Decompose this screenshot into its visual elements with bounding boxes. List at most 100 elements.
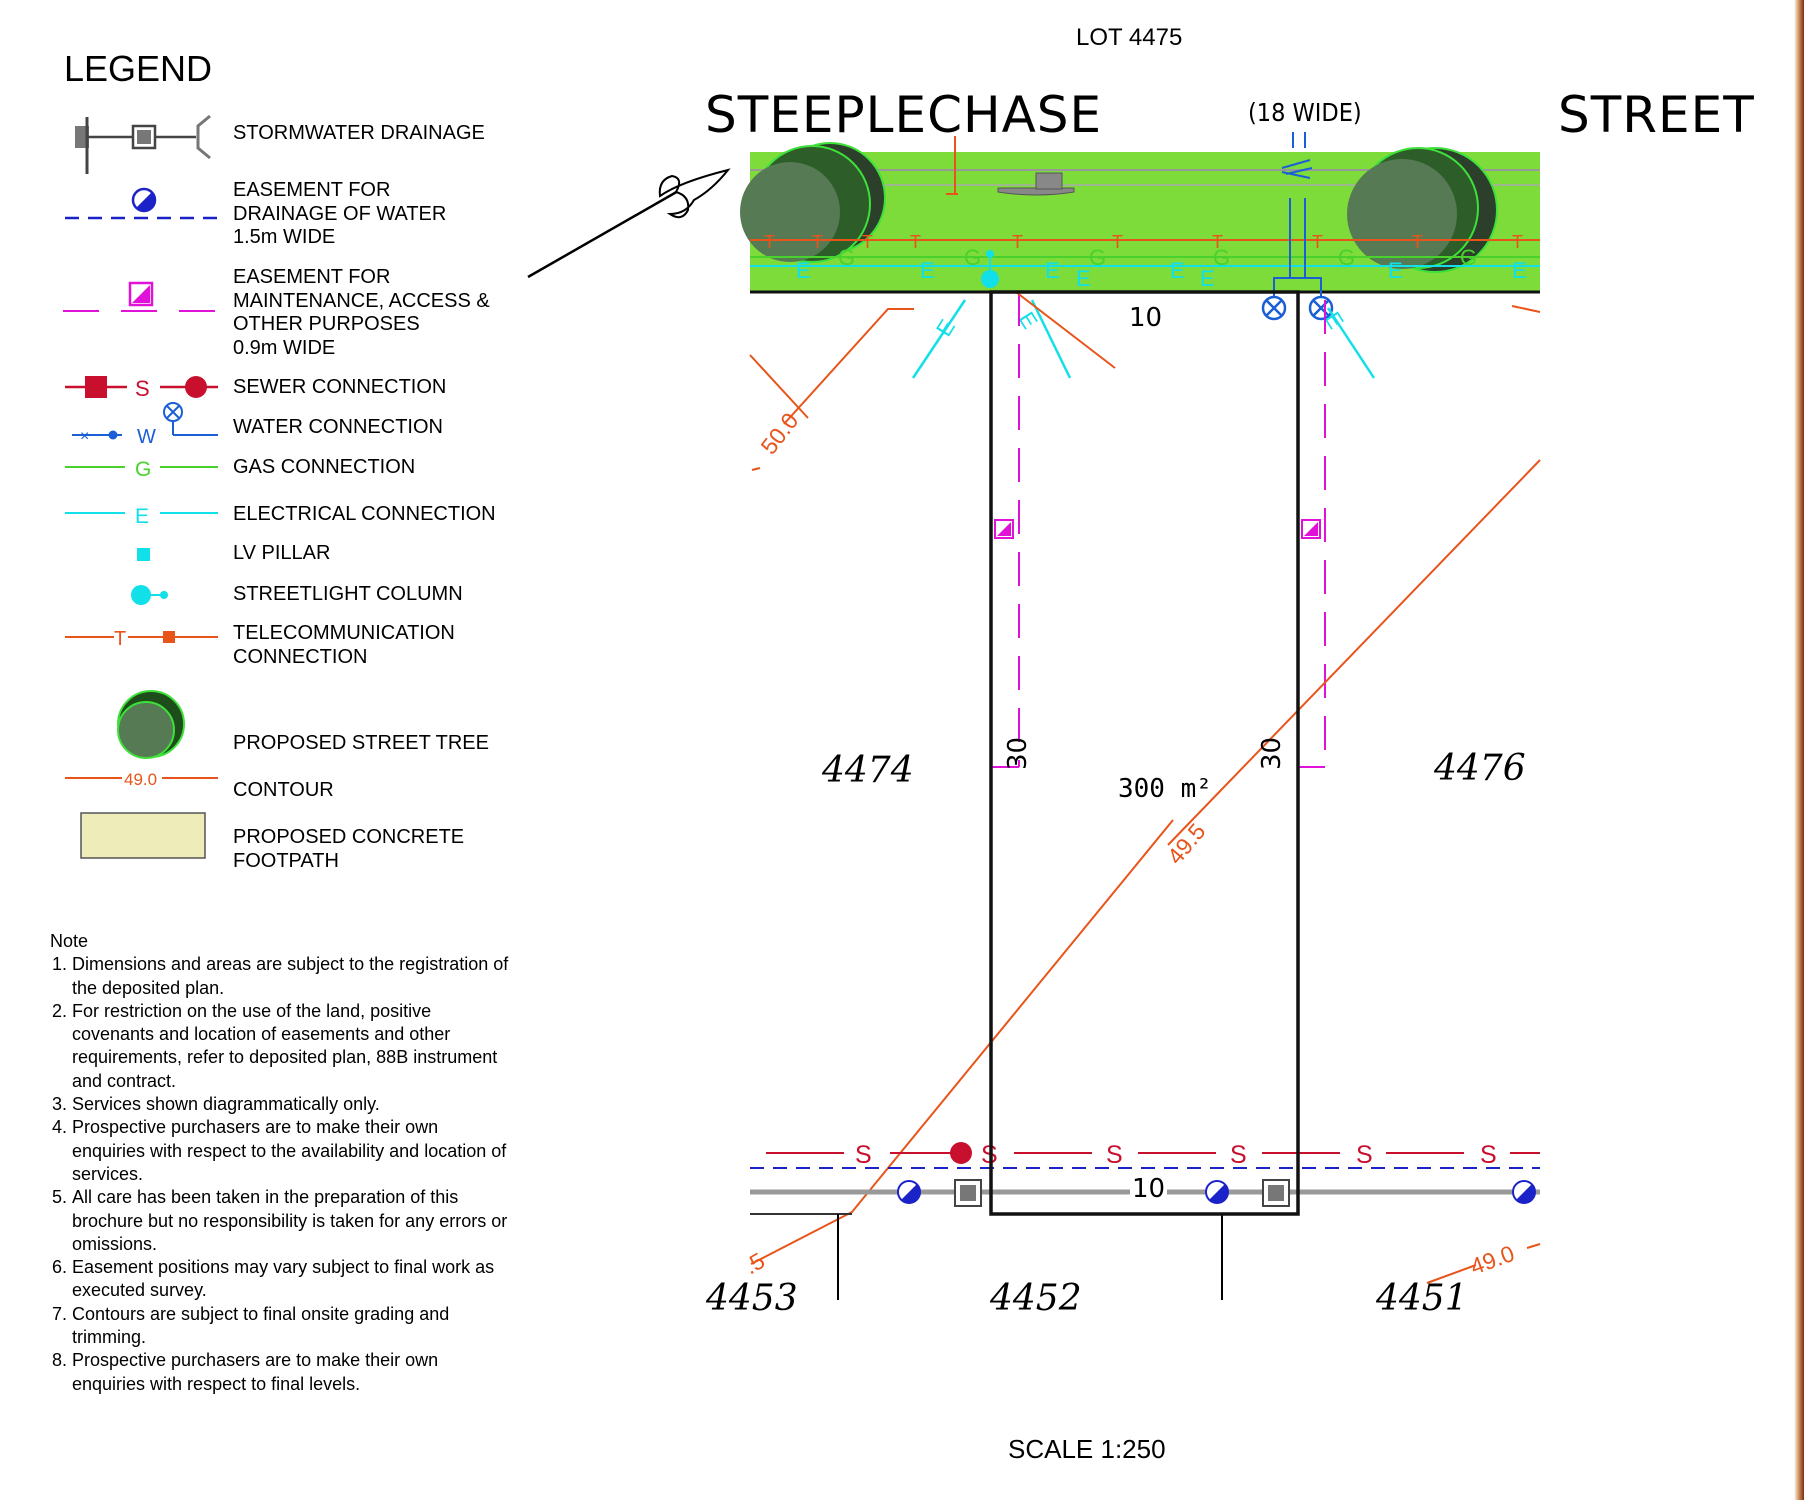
legend-label-streetlight: STREETLIGHT COLUMN (233, 583, 463, 605)
frontage-dimension: 10 (1129, 303, 1163, 333)
legend-label-maintenance-easement: EASEMENT FOR MAINTENANCE, ACCESS & OTHER… (233, 266, 490, 359)
left-depth-dimension: 30 (1003, 736, 1033, 770)
svg-text:E: E (1170, 258, 1185, 283)
svg-text:G: G (964, 245, 981, 270)
notes-heading: Note (50, 931, 89, 951)
svg-text:T: T (1512, 232, 1523, 252)
svg-text:G: G (1213, 245, 1230, 270)
lv-pillar-icon (137, 548, 150, 561)
svg-text:G: G (838, 245, 855, 270)
electrical-service-leads (911, 299, 1376, 379)
legend-label-stormwater: STORMWATER DRAINAGE (233, 122, 485, 144)
note-item: All care has been taken in the preparati… (72, 1186, 510, 1256)
legend-symbols: S × W G E (63, 114, 222, 859)
svg-text:T: T (1312, 232, 1323, 252)
svg-text:T: T (1212, 232, 1223, 252)
water-service (1273, 132, 1322, 296)
legend-label-drainage-easement: EASEMENT FOR DRAINAGE OF WATER 1.5m WIDE (233, 179, 447, 248)
lot-title: LOT 4475 (1076, 24, 1183, 51)
maintenance-easement (991, 292, 1326, 768)
svg-text:G: G (1460, 245, 1477, 270)
legend-label-street-tree: PROPOSED STREET TREE (233, 732, 489, 754)
svg-text:S: S (135, 376, 150, 401)
note-item: Services shown diagrammatically only. (72, 1093, 510, 1116)
svg-text:G: G (1338, 245, 1355, 270)
rear-dimension: 10 (1130, 1174, 1168, 1204)
streetlight-column-icon (131, 585, 168, 605)
stormwater-pit-icon (997, 172, 1075, 196)
sewer-connection-icon: S (65, 376, 218, 401)
svg-text:T: T (812, 232, 823, 252)
water-connection-icon: × W (72, 402, 218, 448)
svg-text:S: S (1356, 1141, 1373, 1169)
svg-text:E: E (1200, 266, 1215, 291)
contour-icon: 49.0 (65, 770, 218, 789)
scale-label: SCALE 1:250 (1008, 1434, 1166, 1464)
note-item: For restriction on the use of the land, … (72, 1000, 510, 1093)
stormwater-drainage-icon (75, 114, 211, 174)
street-name-left: STEEPLECHASE (705, 86, 1103, 144)
road-width-label: (18 WIDE) (1248, 98, 1362, 127)
svg-text:E: E (135, 505, 149, 528)
svg-text:G: G (1089, 245, 1106, 270)
electrical-connection-icon: E (65, 505, 218, 528)
legend-label-gas: GAS CONNECTION (233, 456, 416, 478)
svg-text:T: T (1412, 232, 1423, 252)
adjacent-lot-rear-left: 4453 (706, 1278, 798, 1319)
gas-connection-icon: G (65, 458, 218, 481)
notes-block: Note Dimensions and areas are subject to… (50, 930, 510, 1396)
svg-text:S: S (1480, 1141, 1497, 1169)
contour-label-upper: 50.0 (755, 408, 803, 459)
telecom-connection-icon: T (65, 628, 218, 650)
maintenance-easement-icon (994, 519, 1014, 539)
street-name-right: STREET (1558, 86, 1755, 144)
north-arrow-icon (527, 168, 731, 279)
legend-title: LEGEND (64, 48, 213, 89)
svg-text:G: G (135, 458, 151, 481)
svg-text:×: × (80, 428, 89, 445)
drainage-easement-icon (65, 187, 222, 220)
legend-label-water: WATER CONNECTION (233, 416, 443, 438)
lot-boundary (989, 290, 1300, 1216)
svg-text:W: W (137, 426, 156, 448)
svg-text:S: S (1230, 1141, 1247, 1169)
drainage-pit-icon (1262, 1179, 1290, 1207)
drainage-easement-icon (1205, 1180, 1229, 1204)
svg-text:S: S (855, 1141, 872, 1169)
contour-label-lower-right: 49.0 (1467, 1240, 1518, 1280)
adjacent-lot-right: 4476 (1434, 748, 1526, 789)
svg-text:T: T (1012, 232, 1023, 252)
drainage-easement-icon (1512, 1180, 1536, 1204)
adjacent-lot-left: 4474 (822, 750, 914, 791)
note-item: Contours are subject to final onsite gra… (72, 1303, 510, 1350)
concrete-footpath-icon (80, 812, 206, 859)
svg-text:T: T (114, 628, 126, 650)
page-edge-decoration (1794, 0, 1804, 1500)
svg-text:E: E (1076, 266, 1091, 291)
legend-label-telecom: TELECOMMUNICATION CONNECTION (233, 622, 455, 668)
contour-label-lower-left: .5 (740, 1247, 770, 1279)
legend-label-sewer: SEWER CONNECTION (233, 376, 447, 398)
drainage-pit-icon (954, 1179, 982, 1207)
contour-lines (749, 291, 1541, 1284)
water-meter-icon (1308, 295, 1334, 321)
svg-text:49.0: 49.0 (124, 770, 157, 789)
svg-text:T: T (862, 232, 873, 252)
note-item: Prospective purchasers are to make their… (72, 1116, 510, 1186)
svg-text:E: E (920, 258, 935, 283)
street-tree-icon (740, 142, 886, 263)
svg-text:S: S (1106, 1141, 1123, 1169)
street-tree-icon (117, 690, 185, 759)
note-item: Easement positions may vary subject to f… (72, 1256, 510, 1303)
svg-text:E: E (1388, 258, 1403, 283)
adjacent-lot-rear-right: 4451 (1376, 1278, 1468, 1319)
svg-text:E: E (1045, 258, 1060, 283)
water-meter-icon (1261, 295, 1287, 321)
legend-label-electrical: ELECTRICAL CONNECTION (233, 503, 496, 525)
